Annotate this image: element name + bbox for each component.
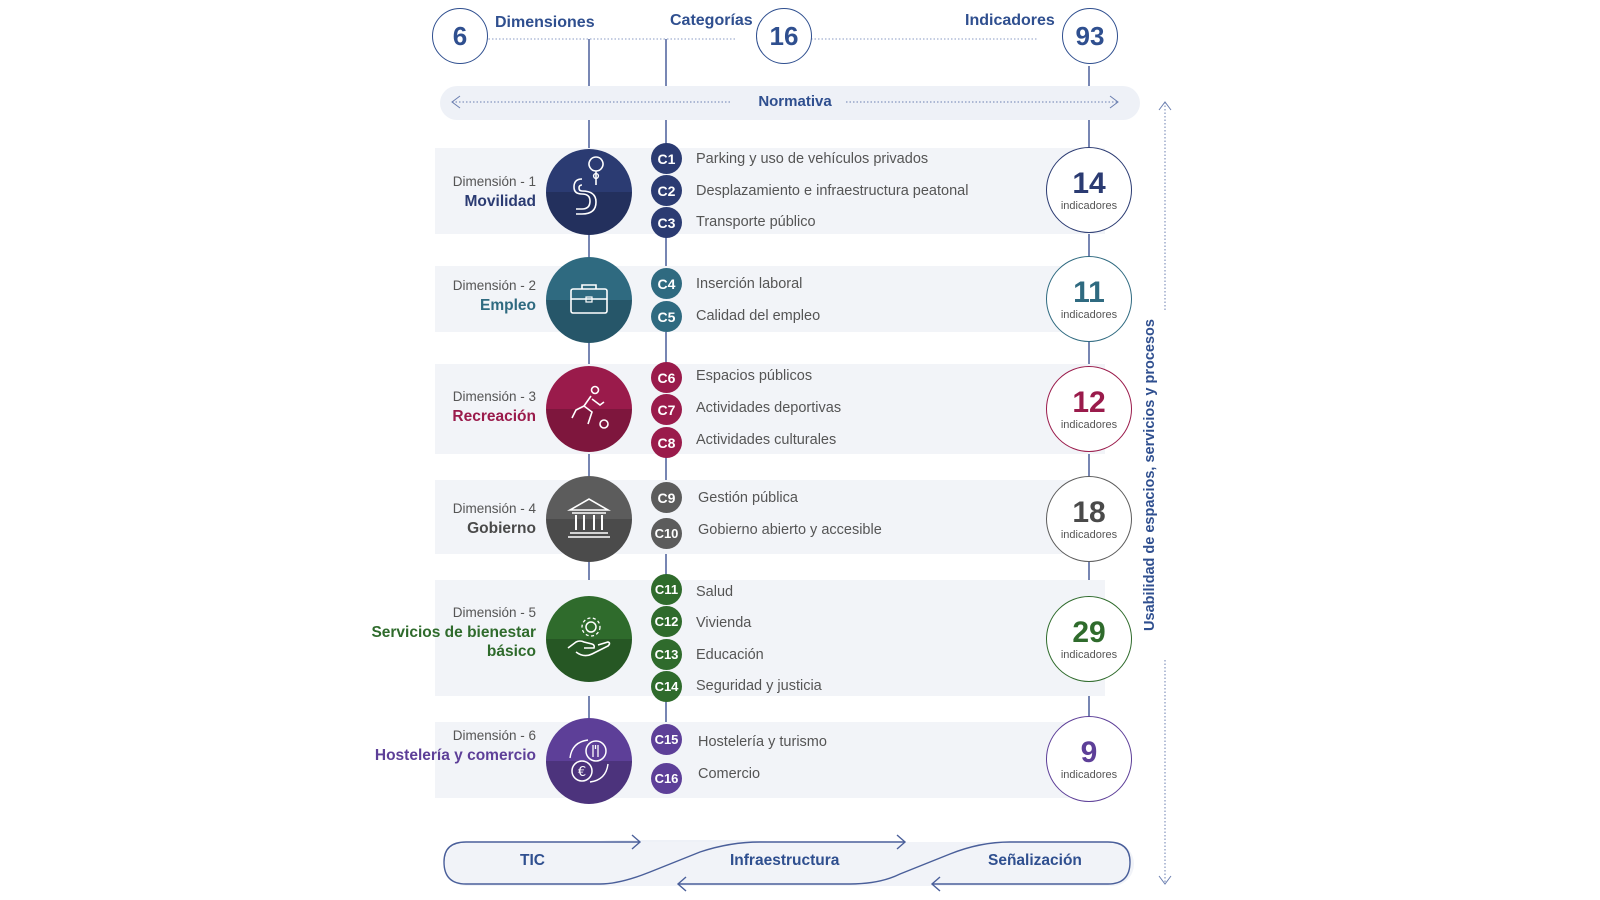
category-c11: Salud (696, 584, 734, 600)
dimension-1-indicator-word: indicadores (1060, 199, 1118, 212)
dimensiones-count: 6 (432, 8, 488, 64)
badge-c1: C1 (651, 143, 682, 174)
dimension-5-name: Servicios de bienestar básico (371, 624, 536, 660)
briefcase-icon (570, 284, 608, 314)
category-c7: Actividades deportivas (696, 400, 842, 416)
category-c10: Gobierno abierto y accesible (698, 522, 882, 538)
dimension-4-label: Dimensión - 4 Gobierno (336, 501, 536, 538)
indicadores-label: Indicadores (965, 12, 1055, 29)
category-c4: Inserción laboral (696, 276, 803, 292)
dimension-3-prefix: Dimensión - 3 (452, 389, 536, 404)
dimensiones-label: Dimensiones (495, 14, 595, 31)
dimension-6-name: Hostelería y comercio (374, 747, 536, 764)
dimension-4-prefix: Dimensión - 4 (452, 501, 536, 516)
senalizacion-label: Señalización (988, 852, 1082, 869)
dimension-1-prefix: Dimensión - 1 (452, 174, 536, 189)
dimension-1-label: Dimensión - 1 Movilidad (336, 174, 536, 211)
category-c6: Espacios públicos (696, 368, 813, 384)
category-c12: Vivienda (696, 615, 752, 631)
category-c8: Actividades culturales (696, 432, 837, 448)
dimension-6-circle: € (546, 718, 632, 804)
dimension-1-indicators: 14 indicadores (1046, 147, 1132, 233)
dimension-5-indicator-word: indicadores (1060, 648, 1118, 661)
category-c9: Gestión pública (698, 490, 798, 506)
category-c3: Transporte público (696, 214, 816, 230)
badge-c7: C7 (651, 394, 682, 425)
badge-c13: C13 (651, 639, 682, 670)
badge-c15: C15 (651, 724, 682, 755)
dimension-3-indicators: 12 indicadores (1046, 366, 1132, 452)
categorias-label: Categorías (670, 12, 753, 29)
dimension-5-circle (546, 596, 632, 682)
dimension-1-indicator-count: 14 (1072, 166, 1106, 200)
hand-gear-icon (567, 617, 611, 657)
dimension-2-indicator-count: 11 (1073, 275, 1105, 309)
svg-text:€: € (578, 765, 586, 780)
dimension-4-indicator-count: 18 (1072, 495, 1106, 529)
badge-c10: C10 (651, 518, 682, 549)
dimension-1-circle (546, 149, 632, 235)
infraestructura-label: Infraestructura (730, 852, 840, 869)
dimension-2-indicators: 11 indicadores (1046, 256, 1132, 342)
badge-c11: C11 (651, 574, 682, 605)
dimension-6-indicator-word: indicadores (1060, 768, 1118, 781)
dimension-4-name: Gobierno (467, 520, 536, 537)
normativa-label: Normativa (758, 93, 832, 110)
dimension-5-label: Dimensión - 5 Servicios de bienestar bás… (336, 605, 536, 661)
dimension-4-indicator-word: indicadores (1060, 528, 1118, 541)
badge-c9: C9 (651, 482, 682, 513)
dimension-5-indicator-count: 29 (1072, 615, 1106, 649)
dimension-4-circle (546, 476, 632, 562)
category-c1: Parking y uso de vehículos privados (696, 151, 929, 167)
badge-c3: C3 (651, 207, 682, 238)
badge-c8: C8 (651, 427, 682, 458)
badge-c5: C5 (651, 301, 682, 332)
category-c2: Desplazamiento e infraestructura peatona… (696, 183, 969, 199)
government-building-icon (567, 498, 611, 538)
categorias-count: 16 (756, 8, 812, 64)
dimension-6-label: Dimensión - 6 Hostelería y comercio (336, 728, 536, 765)
usabilidad-label: Usabilidad de espacios, servicios y proc… (1142, 319, 1158, 631)
dimension-5-indicators: 29 indicadores (1046, 596, 1132, 682)
badge-c16: C16 (651, 763, 682, 794)
dimension-3-indicator-count: 12 (1072, 385, 1106, 419)
dimension-5-prefix: Dimensión - 5 (452, 605, 536, 620)
dimension-3-label: Dimensión - 3 Recreación (336, 389, 536, 426)
indicadores-count: 93 (1062, 8, 1118, 64)
dimension-3-indicator-word: indicadores (1060, 418, 1118, 431)
dimension-6-prefix: Dimensión - 6 (452, 728, 536, 743)
badge-c12: C12 (651, 606, 682, 637)
tic-label: TIC (520, 852, 545, 869)
dimension-4-indicators: 18 indicadores (1046, 476, 1132, 562)
category-c15: Hostelería y turismo (698, 734, 827, 750)
dimension-3-circle (546, 366, 632, 452)
dimension-2-label: Dimensión - 2 Empleo (336, 278, 536, 315)
normativa-band (440, 86, 1140, 120)
dimension-2-name: Empleo (480, 297, 536, 314)
dimension-2-indicator-word: indicadores (1060, 308, 1118, 321)
dimension-6-indicator-count: 9 (1080, 735, 1098, 769)
runner-ball-icon (571, 385, 609, 429)
dimension-1-name: Movilidad (464, 193, 536, 210)
dimension-3-name: Recreación (452, 408, 536, 425)
category-c16: Comercio (698, 766, 761, 782)
dimension-2-prefix: Dimensión - 2 (452, 278, 536, 293)
food-euro-icon: € (569, 739, 609, 783)
category-c5: Calidad del empleo (696, 308, 821, 324)
badge-c4: C4 (651, 268, 682, 299)
badge-c2: C2 (651, 175, 682, 206)
dimension-6-indicators: 9 indicadores (1046, 716, 1132, 802)
category-c13: Educación (696, 647, 764, 663)
category-c14: Seguridad y justicia (696, 678, 822, 694)
dimension-2-circle (546, 257, 632, 343)
badge-c6: C6 (651, 362, 682, 393)
badge-c14: C14 (651, 671, 682, 702)
map-route-icon (573, 156, 604, 215)
